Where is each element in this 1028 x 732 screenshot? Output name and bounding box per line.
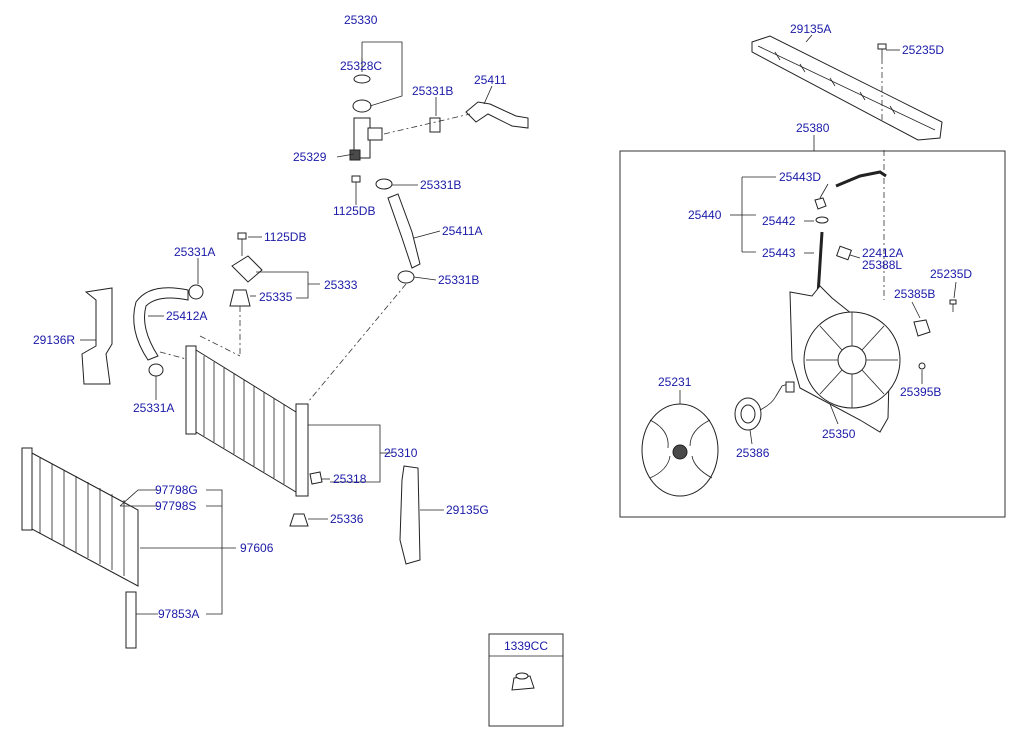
label-1125DB-b: 1125DB	[264, 230, 306, 244]
part-25386-motor	[734, 381, 795, 431]
label-25318: 25318	[333, 472, 367, 486]
fan-assembly-frame	[619, 150, 1006, 518]
label-25411A: 25411A	[442, 224, 482, 238]
inset-1339CC	[488, 633, 564, 727]
label-25350: 25350	[822, 427, 856, 441]
label-25331B-mid: 25331B	[420, 178, 461, 192]
label-29135G: 29135G	[446, 503, 489, 517]
label-25328C: 25328C	[340, 59, 382, 73]
label-25442: 25442	[762, 214, 796, 228]
label-1125DB-a: 1125DB	[333, 204, 375, 218]
part-25395B-clip	[918, 362, 926, 370]
part-29135G-seal	[399, 465, 421, 565]
label-25235D-top: 25235D	[902, 43, 944, 57]
label-25385B: 25385B	[894, 287, 935, 301]
label-97798S: 97798S	[155, 499, 196, 513]
part-25235D-bolt-top	[877, 43, 887, 58]
label-25411: 25411	[474, 73, 507, 87]
part-25310-radiator	[185, 345, 309, 497]
leader-lines	[80, 34, 957, 615]
label-25331B-top: 25331B	[412, 84, 453, 98]
part-25331B-clamp-mid	[375, 178, 393, 190]
part-25336-insulator	[289, 513, 309, 527]
label-25395B: 25395B	[900, 385, 941, 399]
part-1125DB-bolt-upper	[351, 175, 361, 192]
part-25350-shroud	[789, 285, 901, 433]
part-25411A-hose	[387, 193, 421, 269]
label-25329: 25329	[293, 150, 327, 164]
part-97606-condenser	[21, 447, 139, 587]
part-25328C-oring	[353, 74, 371, 84]
label-25335: 25335	[259, 290, 293, 304]
label-25331A-top: 25331A	[174, 245, 215, 259]
part-25335-insulator	[229, 289, 251, 307]
label-1339CC: 1339CC	[504, 639, 548, 653]
label-29136R: 29136R	[33, 333, 75, 347]
part-25333-bracket	[231, 255, 263, 283]
part-22412A-label	[836, 245, 852, 261]
label-25336: 25336	[330, 512, 364, 526]
label-25331A-low: 25331A	[133, 401, 174, 415]
part-25443D-clip	[814, 197, 827, 210]
part-97853A-drier	[125, 591, 137, 649]
callout-labels: 25330 25328C 25331B 25411 25329 25331B 1…	[33, 13, 972, 653]
label-25310: 25310	[384, 446, 418, 460]
part-25331B-clamp-low	[397, 270, 415, 284]
part-25318-drain-plug	[309, 471, 323, 485]
part-25443-tube	[816, 231, 824, 296]
part-25442-cap	[815, 216, 829, 224]
part-25235D-bolt-side	[949, 299, 957, 312]
label-97853A: 97853A	[158, 607, 199, 621]
part-25443D-hose	[835, 170, 887, 188]
part-25385B-connector	[913, 319, 931, 337]
label-25333: 25333	[324, 278, 358, 292]
part-29135A-cover	[751, 35, 943, 141]
label-25440: 25440	[688, 208, 722, 222]
part-1125DB-bolt-lower	[237, 232, 247, 256]
label-25330: 25330	[344, 13, 378, 27]
part-25329-outlet	[349, 117, 383, 161]
label-25443: 25443	[762, 246, 796, 260]
label-22412A: 22412A	[862, 246, 903, 260]
label-25331B-low: 25331B	[438, 273, 479, 287]
part-25330-cap	[352, 99, 372, 113]
label-25380: 25380	[796, 121, 830, 135]
label-25235D-side: 25235D	[930, 267, 972, 281]
part-25331B-clamp-top	[429, 117, 441, 133]
part-25411-hose	[465, 101, 529, 129]
label-25386: 25386	[736, 446, 770, 460]
label-25412A: 25412A	[166, 309, 207, 323]
label-29135A: 29135A	[790, 22, 831, 36]
label-97798G: 97798G	[155, 483, 198, 497]
label-25443D: 25443D	[779, 170, 821, 184]
part-25331A-clamp-top	[188, 284, 204, 300]
part-25231-fan	[641, 403, 719, 497]
part-29136R-guard	[81, 287, 113, 385]
label-25231: 25231	[658, 375, 692, 389]
part-25412A-hose	[133, 287, 189, 361]
part-25331A-clamp-low	[148, 363, 164, 377]
label-25388L: 25388L	[862, 258, 902, 272]
label-97606: 97606	[240, 541, 274, 555]
